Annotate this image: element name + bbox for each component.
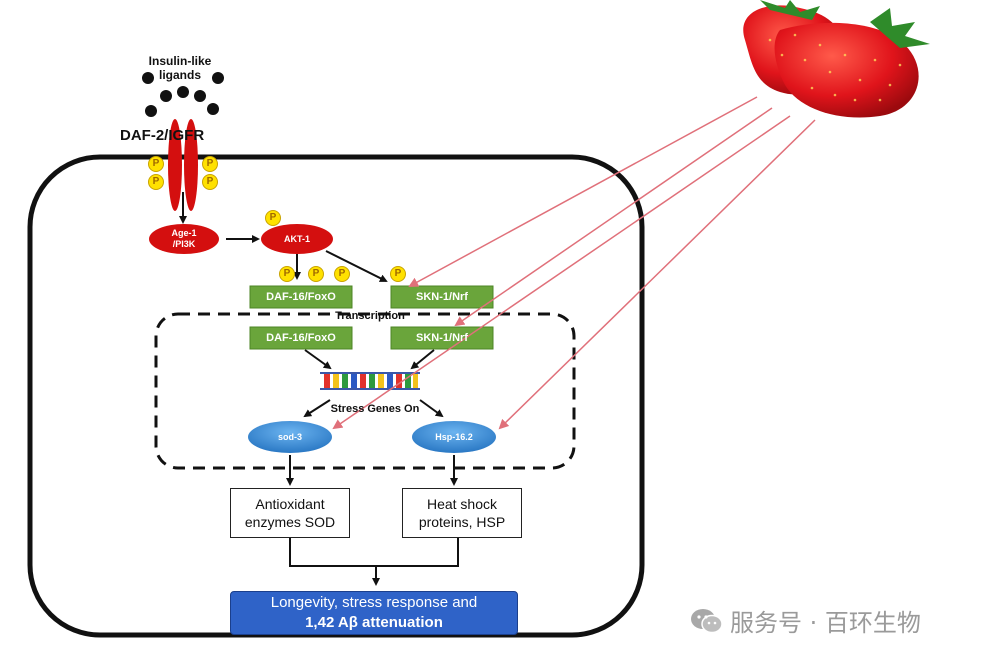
ligand-dots [142, 72, 224, 117]
age1-label-line1: Age-1 [171, 228, 197, 238]
receptor-phospho-icons [148, 156, 218, 190]
age1-label: Age-1 /PI3K [149, 228, 219, 250]
dna-icon [320, 372, 420, 390]
daf16-cyto-box [249, 285, 353, 309]
daf16-nuc-label: DAF-16/FoxO [266, 332, 336, 344]
ligands-label-line1: Insulin-like [148, 54, 212, 68]
daf16-nuc-box [249, 326, 353, 350]
phospho-label: P [152, 176, 160, 187]
phospho-label: P [206, 176, 214, 187]
antioxidant-line1: Antioxidant [255, 496, 325, 512]
nucleus-outline [154, 312, 576, 470]
phospho-label: P [338, 268, 346, 279]
heat-shock-line2: proteins, HSP [418, 514, 506, 530]
age1-node [149, 224, 219, 254]
result-line1: Longevity, stress response and [270, 594, 478, 611]
skn1-cyto-label: SKN-1/Nrf [416, 291, 468, 303]
strawberry-image [743, 0, 930, 118]
phospho-label: P [283, 268, 291, 279]
hsp16-label: Hsp-16.2 [435, 432, 473, 442]
ligands-label-line2: ligands [158, 68, 201, 82]
strawberry-effect-arrows [332, 96, 816, 430]
result-line2: 1,42 Aβ attenuation [305, 614, 443, 631]
result-box: Longevity, stress response and 1,42 Aβ a… [230, 591, 518, 635]
phospho-label: P [312, 268, 320, 279]
hsp16-node [412, 421, 496, 453]
converging-connector [289, 538, 459, 586]
phospho-label: P [269, 212, 277, 223]
arrow-dna-to-hsp [419, 399, 444, 418]
phospho-label: P [394, 268, 402, 279]
skn1-nuc-box [390, 326, 494, 350]
arrow-daf16-to-dna [304, 349, 332, 370]
daf2-receptor [168, 119, 198, 211]
tf-phospho-icons [279, 266, 406, 282]
cell-membrane [27, 154, 645, 638]
phospho-label: P [152, 158, 160, 169]
skn1-nuc-label: SKN-1/Nrf [416, 332, 468, 344]
daf16-cyto-label: DAF-16/FoxO [266, 291, 336, 303]
phospho-label: P [206, 158, 214, 169]
antioxidant-box: Antioxidant enzymes SOD [230, 488, 350, 538]
akt1-phospho-icon [265, 210, 281, 226]
sod3-node [248, 421, 332, 453]
arrow-skn1-to-dna [410, 349, 435, 370]
age1-label-line2: /PI3K [172, 239, 196, 249]
arrow-akt1-to-skn1 [325, 250, 388, 282]
akt1-node [261, 224, 333, 254]
receptor-label: DAF-2/IGFR [120, 127, 205, 144]
antioxidant-line2: enzymes SOD [244, 514, 336, 530]
watermark-text: 服务号 · 百环生物 [730, 609, 921, 637]
heat-shock-box: Heat shock proteins, HSP [402, 488, 522, 538]
watermark: 服务号 · 百环生物 [690, 603, 980, 638]
stress-genes-label: Stress Genes On [330, 403, 420, 415]
heat-shock-line1: Heat shock [426, 496, 498, 512]
transcription-label: Transcription [335, 310, 405, 322]
akt1-label: AKT-1 [283, 234, 310, 244]
arrow-dna-to-sod3 [303, 399, 331, 418]
wechat-icon [691, 608, 723, 633]
skn1-cyto-box [390, 285, 494, 309]
ligands-label: Insulin-like ligands [120, 54, 240, 82]
sod3-label: sod-3 [277, 432, 302, 442]
